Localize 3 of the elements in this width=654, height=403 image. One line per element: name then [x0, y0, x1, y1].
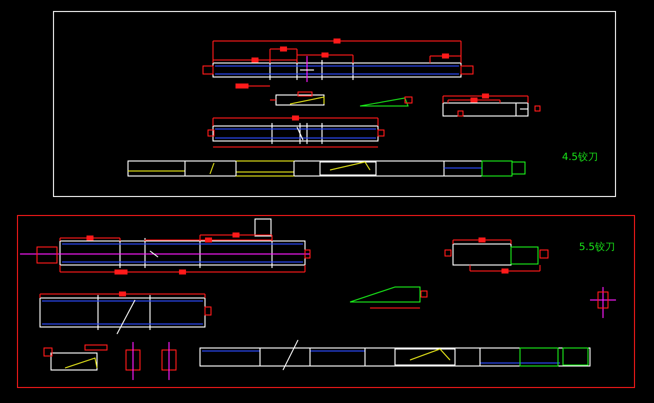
drawing-frame: [53, 11, 616, 197]
drawing-title: 5.5铰刀: [579, 242, 615, 254]
drawing-title: 4.5铰刀: [562, 152, 598, 164]
